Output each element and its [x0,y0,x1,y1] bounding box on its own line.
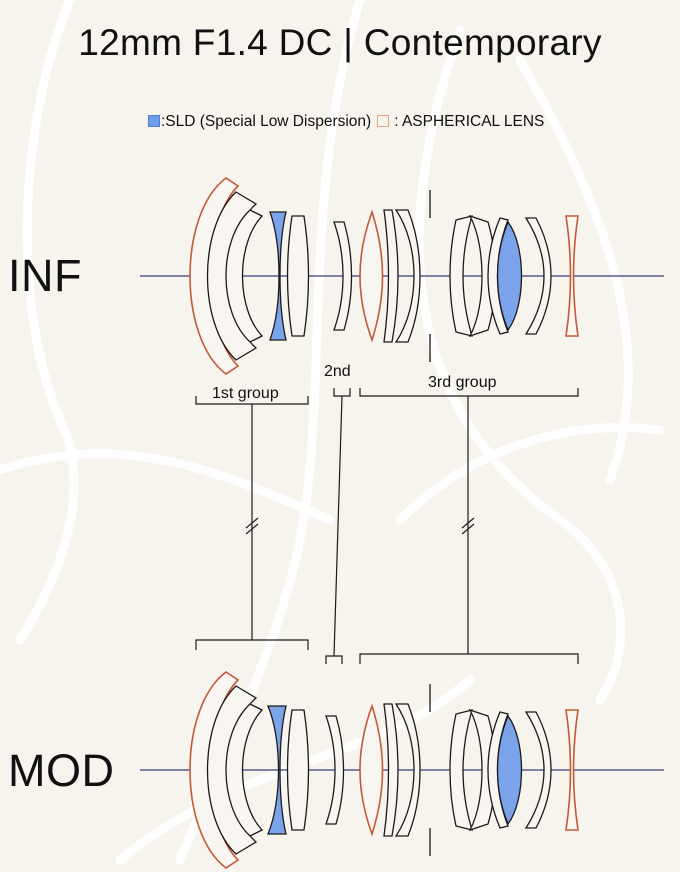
legend: :SLD (Special Low Dispersion) : ASPHERICA… [148,113,544,131]
lens-element-15-aspherical-mod [565,709,579,831]
lens-element-8-mod [383,703,399,837]
sld-swatch-icon [148,115,160,127]
group-label-third: 3rd group [428,374,497,391]
lens-element-9 [394,209,421,343]
bracket-second-bottom [325,655,343,664]
lens-element-5 [286,215,310,337]
state-label-mod: MOD [8,745,115,796]
lens-element-14 [524,217,552,335]
lens-element-4-sld-mod [267,705,287,835]
state-label-inf: INF [8,250,82,301]
lens-element-3-mod [225,703,264,837]
bracket-second-top [333,388,351,397]
lens-element-14-mod [524,711,552,829]
lens-stack-mod [140,671,664,869]
group-label-second: 2nd [324,363,351,380]
connector-second [333,395,343,657]
lens-element-4-sld [269,211,287,341]
lens-element-6-mod [325,715,345,825]
lens-element-7-aspherical-mod [359,703,384,837]
legend-aspherical-label: : ASPHERICAL LENS [394,113,545,130]
lens-element-5-mod [286,709,310,831]
lens-element-9-mod [394,703,421,837]
legend-sld-label: :SLD (Special Low Dispersion) [161,113,372,130]
aspherical-swatch-icon [377,115,390,127]
group-label-first: 1st group [212,385,279,402]
lens-element-3 [225,209,264,343]
page-title: 12mm F1.4 DC | Contemporary [78,22,602,63]
lens-stack-inf [140,177,664,375]
bracket-third-bottom [359,653,579,664]
bracket-first-top [195,396,309,405]
group-brackets [195,388,579,664]
lens-element-7-aspherical [359,209,384,343]
lens-element-13-sld [496,220,523,332]
lens-element-8 [383,209,399,343]
bracket-first-bottom [195,639,309,650]
lens-element-15-aspherical [565,215,579,337]
lens-element-13-sld-mod [496,714,523,826]
lens-element-6 [333,221,353,331]
bracket-third-top [359,388,579,397]
